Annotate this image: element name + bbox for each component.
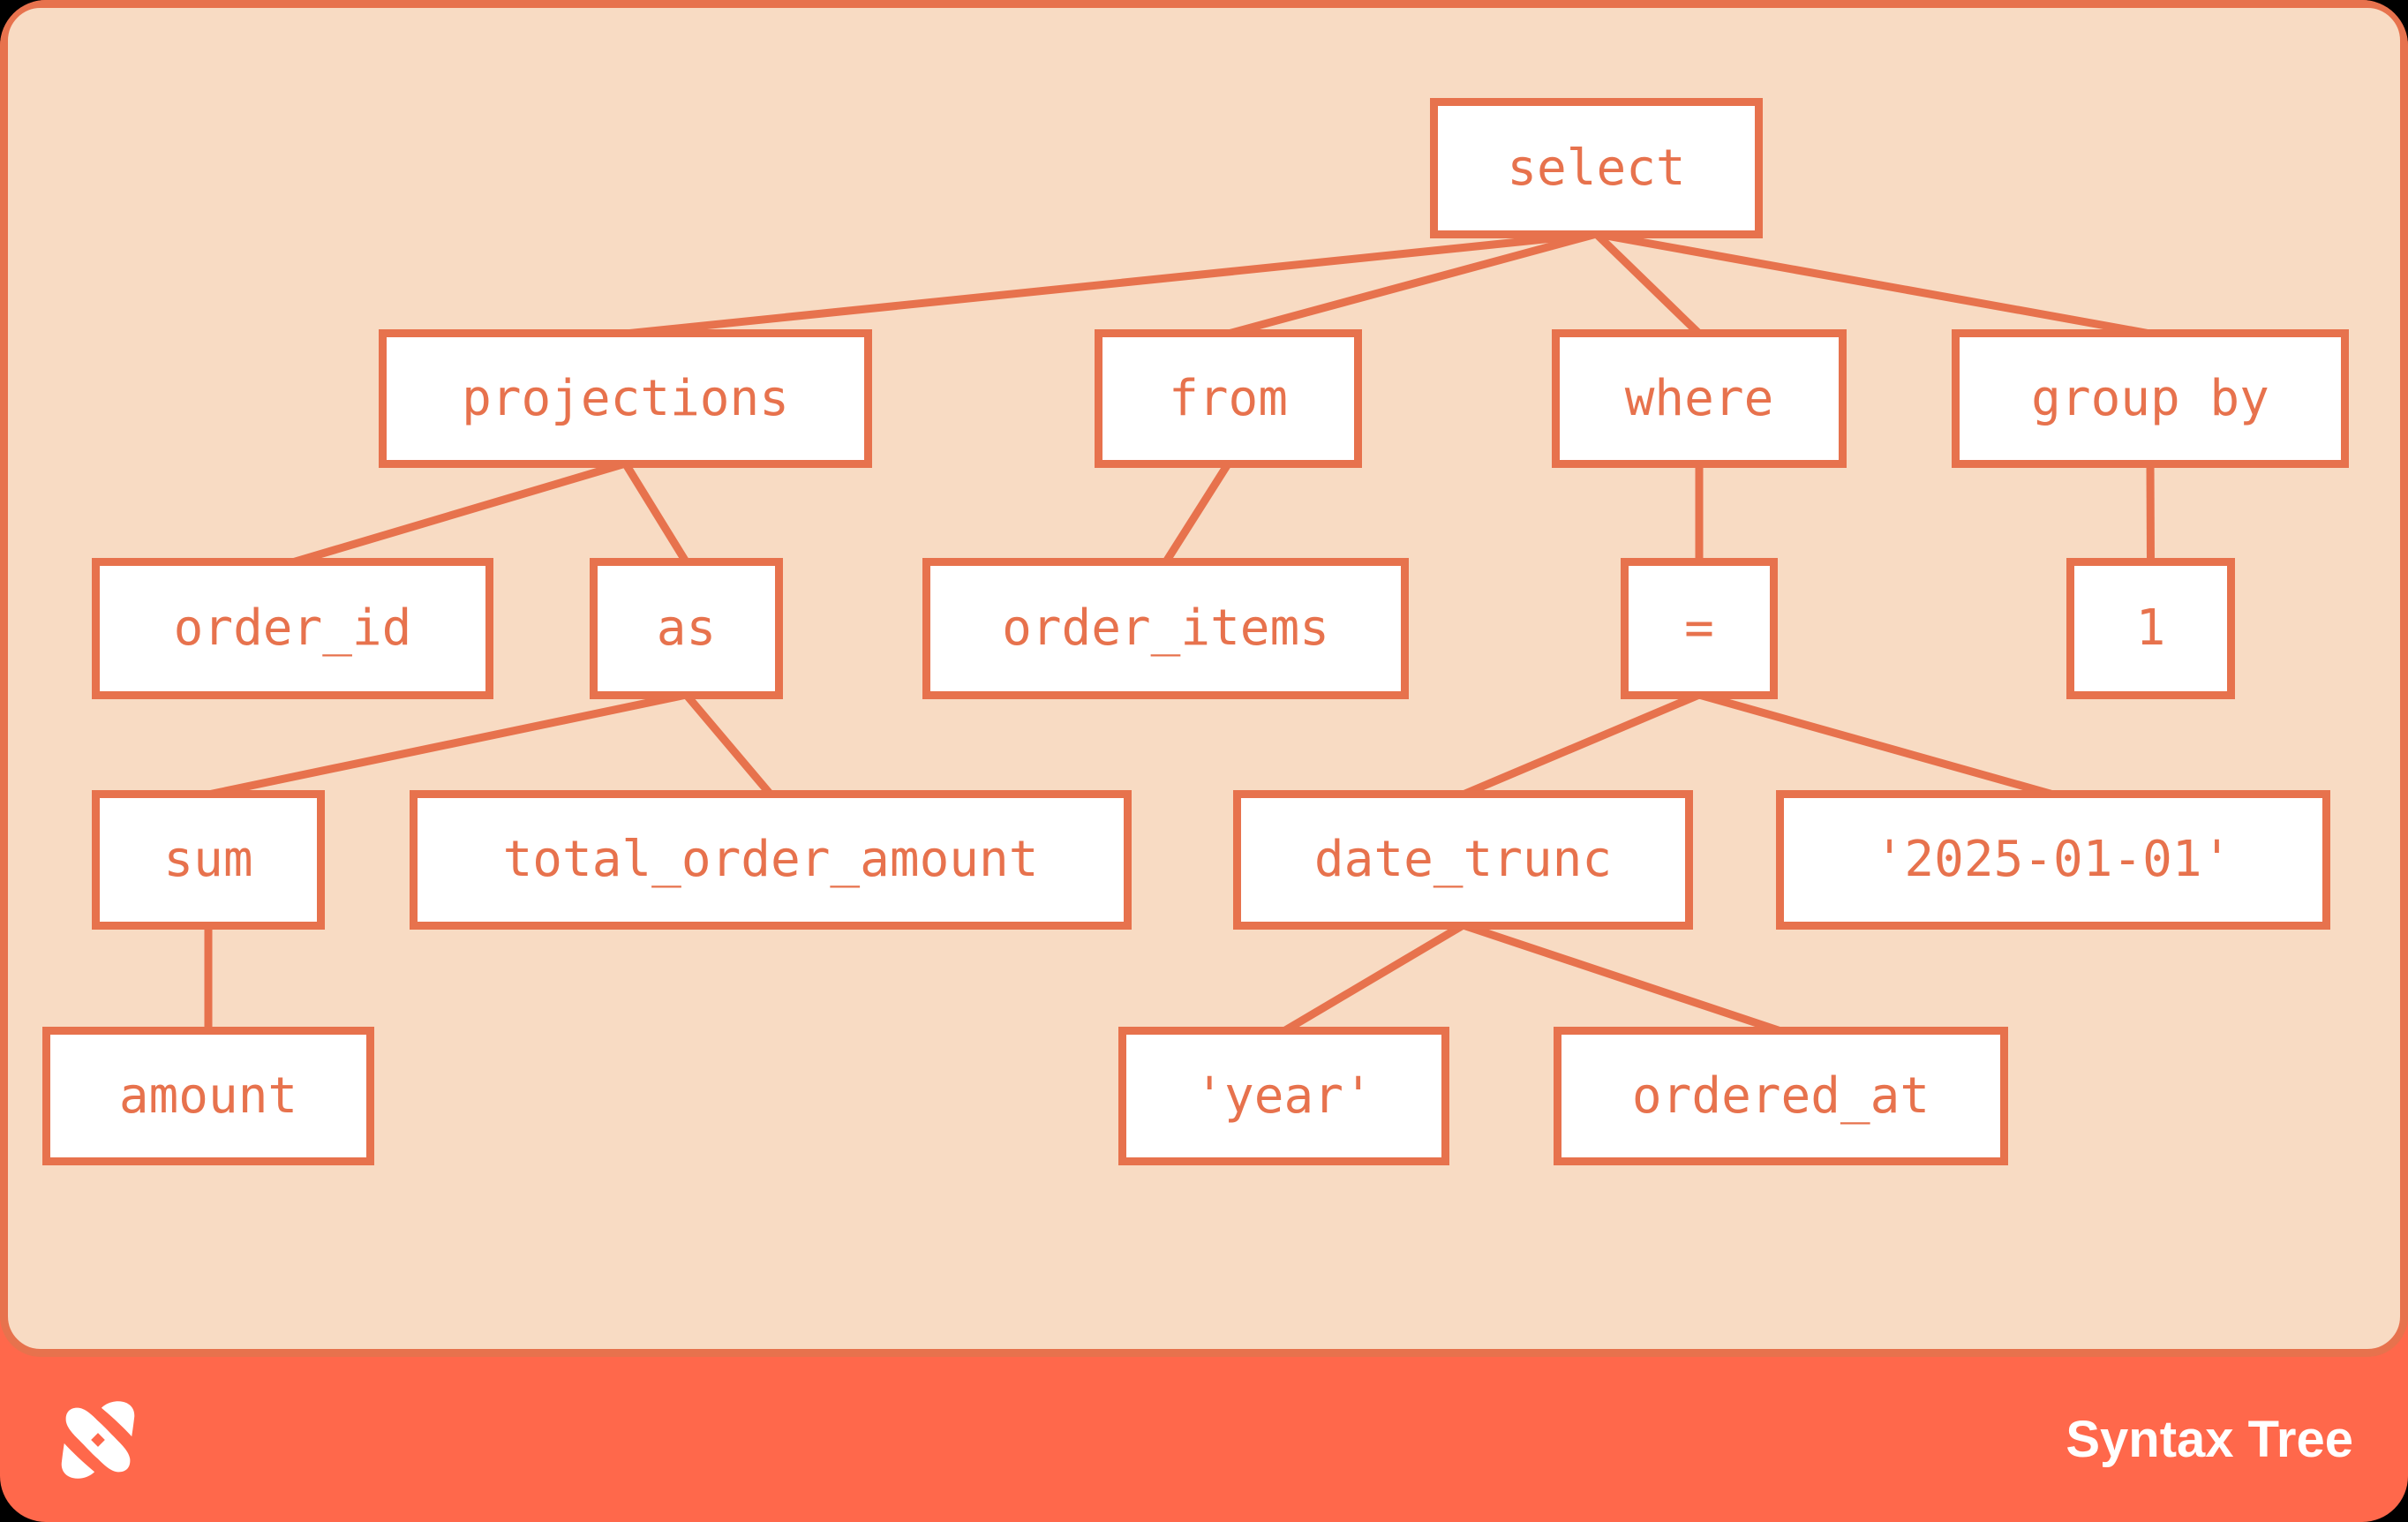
tree-edge-select-group_by [1595,230,2151,338]
tree-node-label: order_id [173,599,412,657]
tree-node-as: as [590,558,783,699]
tree-node-label: = [1684,599,1714,657]
tree-edge-select-where [1593,230,1703,337]
tree-node-label: 'year' [1194,1066,1373,1125]
tree-node-order_id: order_id [92,558,493,699]
tree-node-select: select [1430,98,1763,238]
tree-edge-from-order_items [1162,461,1232,565]
tree-node-label: date_trunc [1313,831,1613,888]
tree-node-label: select [1507,139,1686,197]
tree-node-label: ordered_at [1631,1066,1930,1125]
tree-edge-projections-order_id [291,459,627,567]
tree-node-one: 1 [2066,558,2235,699]
tree-node-label: group by [2031,369,2269,427]
tree-node-amount: amount [42,1027,374,1165]
tree-node-lit_2025: '2025-01-01' [1776,790,2330,930]
tree-node-sum: sum [92,790,325,930]
tree-edge-select-projections [625,230,1597,338]
tree-edge-group_by-one [2146,463,2155,563]
tree-node-eq: = [1621,558,1778,699]
tree-edge-projections-as [621,461,690,565]
tree-node-total_order_amount: total_order_amount [410,790,1132,930]
footer-bar: Syntax Tree [0,1357,2408,1522]
tree-node-date_trunc: date_trunc [1233,790,1693,930]
tree-diagram: select projections from where group by order_… [42,98,2349,1165]
tree-node-label: sum [163,831,253,888]
tree-edge-date_trunc-lit_year [1282,922,1465,1035]
tree-edge-eq-lit_2025 [1697,690,2055,799]
tree-node-label: amount [118,1066,298,1125]
tree-node-order_items: order_items [922,558,1409,699]
tree-node-label: total_order_amount [502,831,1039,888]
tree-node-label: where [1624,369,1774,427]
syntax-tree-label: Syntax Tree [2066,1410,2353,1468]
tree-edge-select-from [1227,230,1598,338]
tree-edge-eq-date_trunc [1461,690,1701,799]
dbt-logo-icon [61,1400,135,1479]
tree-edge-date_trunc-ordered_at [1462,921,1782,1036]
tree-node-label: from [1169,369,1288,427]
tree-node-projections: projections [379,329,872,468]
tree-node-label: order_items [1002,599,1329,657]
tree-node-label: projections [462,369,789,427]
tree-node-group_by: group by [1952,329,2349,468]
tree-node-lit_year: 'year' [1118,1027,1449,1165]
tree-edges [204,230,2155,1036]
tree-node-label: as [656,599,717,657]
tree-node-label: '2025-01-01' [1874,831,2232,888]
tree-node-label: 1 [2135,599,2166,657]
tree-node-from: from [1095,329,1362,468]
tree-node-ordered_at: ordered_at [1554,1027,2008,1165]
tree-edge-as-sum [207,690,688,799]
tree-edge-as-total_order_amount [683,692,774,797]
tree-node-where: where [1552,329,1847,468]
